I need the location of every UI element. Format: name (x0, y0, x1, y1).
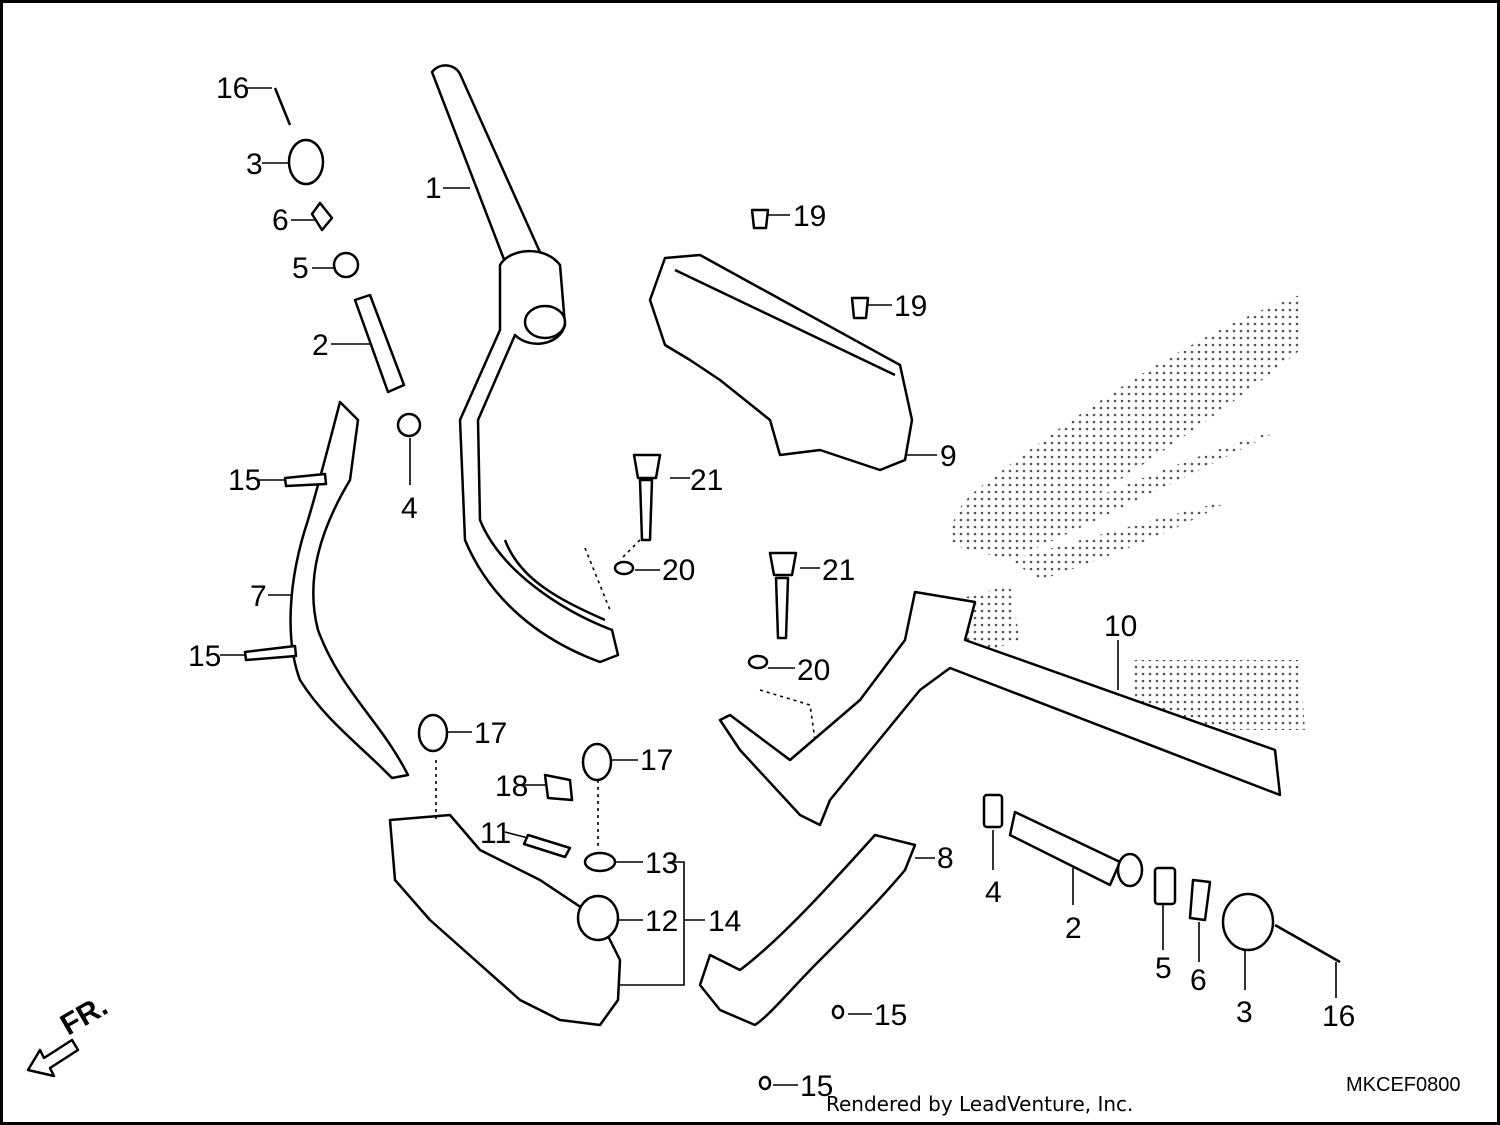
callout-21-a: 21 (690, 464, 723, 497)
bolts (243, 208, 870, 670)
callout-17-b: 17 (640, 744, 673, 777)
handlebar-lower-holder (388, 813, 622, 1027)
callout-16-top: 16 (216, 72, 249, 105)
callout-21-b: 21 (822, 554, 855, 587)
callout-2-right: 2 (1065, 912, 1082, 945)
callout-18: 18 (495, 770, 528, 803)
right-end-parts (982, 793, 1341, 964)
callout-3-right: 3 (1236, 996, 1253, 1029)
callout-5-top: 5 (292, 252, 309, 285)
callout-11: 11 (480, 817, 511, 850)
direction-label: FR. (55, 989, 113, 1042)
brand-wing-watermark (951, 295, 1305, 730)
callout-7: 7 (250, 580, 267, 613)
callout-15-a: 15 (228, 464, 261, 497)
left-knuckle-guard (289, 400, 410, 780)
callout-1: 1 (425, 172, 442, 205)
callout-19-b: 19 (894, 290, 927, 323)
callout-5-right: 5 (1155, 952, 1172, 985)
callout-6-right: 6 (1190, 964, 1207, 997)
callout-4-top: 4 (401, 492, 418, 525)
callout-3-top: 3 (246, 148, 263, 181)
callout-15-b: 15 (188, 640, 221, 673)
callout-10: 10 (1104, 610, 1137, 643)
callout-20-a: 20 (662, 554, 695, 587)
callout-16-right: 16 (1322, 1000, 1355, 1033)
render-credit: Rendered by LeadVenture, Inc. (826, 1092, 1134, 1116)
left-end-parts (273, 87, 422, 438)
diagram-code: MKCEF0800 (1346, 1074, 1461, 1096)
holder-hardware (417, 713, 845, 1091)
callout-8: 8 (937, 842, 954, 875)
callout-15-c: 15 (874, 999, 907, 1032)
callout-9: 9 (940, 440, 957, 473)
left-handlebar (430, 64, 620, 664)
assembly-guides (435, 539, 816, 850)
callout-19-a: 19 (793, 200, 826, 233)
right-knuckle-guard (698, 833, 917, 1027)
callout-14: 14 (708, 905, 741, 938)
callout-15-d: 15 (800, 1070, 833, 1103)
callout-17-a: 17 (474, 717, 507, 750)
callout-12: 12 (645, 905, 678, 938)
leader-lines (220, 87, 1337, 1086)
callout-6-top: 6 (272, 204, 289, 237)
callout-2-top: 2 (312, 329, 329, 362)
callout-20-b: 20 (797, 654, 830, 687)
front-direction-arrow: FR. (26, 989, 113, 1078)
right-handlebar (718, 590, 1282, 827)
callout-13: 13 (645, 847, 678, 880)
callout-4-right: 4 (985, 876, 1002, 909)
handlebar-upper-cover (648, 253, 914, 472)
